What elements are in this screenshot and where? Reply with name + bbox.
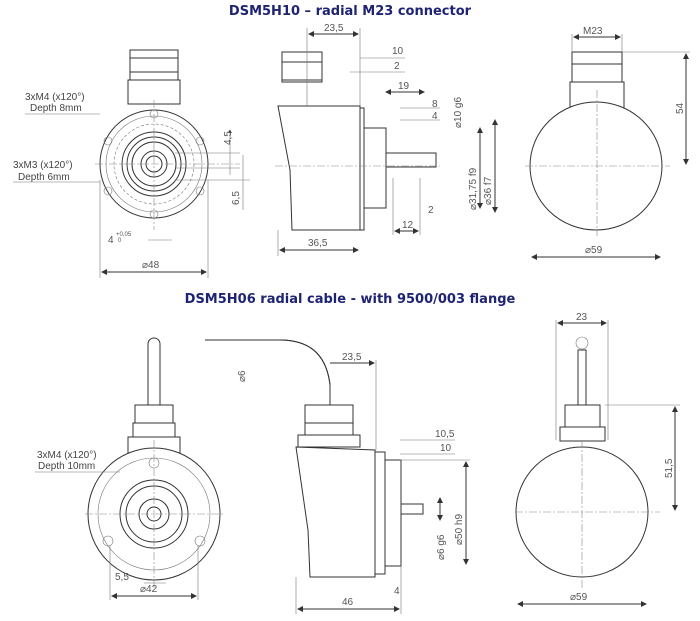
m3-hole-depth: Depth 6mm bbox=[18, 172, 70, 183]
title-dsm5h10: DSM5H10 – radial M23 connector bbox=[228, 4, 472, 19]
dim-4: 4 bbox=[432, 111, 438, 122]
dim-diameter-59-top: ⌀59 bbox=[585, 245, 603, 256]
dim-46: 46 bbox=[342, 597, 354, 608]
dim-diameter-59-bottom: ⌀59 bbox=[570, 592, 588, 603]
dim-23-end: 23 bbox=[576, 312, 588, 323]
bottom-side-view: ⌀6 23,5 10,5 10 ⌀50 h9 ⌀6 g6 4 46 bbox=[205, 339, 470, 614]
dim-31-75-f9: ⌀31,75 f9 bbox=[468, 167, 479, 210]
dim-shaft-6-g6: ⌀6 g6 bbox=[436, 534, 447, 560]
dim-12: 12 bbox=[402, 220, 414, 231]
dim-36-5: 36,5 bbox=[308, 238, 328, 249]
m4-hole-depth-1: Depth 8mm bbox=[30, 103, 82, 114]
dim-2-top: 2 bbox=[394, 61, 400, 72]
dim-10-5: 10,5 bbox=[435, 429, 455, 440]
dim-54: 54 bbox=[675, 102, 686, 114]
dim-6-5: 6,5 bbox=[231, 191, 242, 205]
m4-hole-depth-2: Depth 10mm bbox=[38, 461, 95, 472]
dim-10-cable: 10 bbox=[440, 443, 452, 454]
dim-2-bottom: 2 bbox=[428, 205, 434, 216]
dim-19: 19 bbox=[398, 81, 410, 92]
dim-diameter-42: ⌀42 bbox=[140, 584, 158, 595]
dim-diameter-48: ⌀48 bbox=[142, 260, 160, 271]
dim-keyway-4: 4 bbox=[108, 235, 114, 246]
dim-8: 8 bbox=[432, 99, 438, 110]
dim-shaft-10-g6: ⌀10 g6 bbox=[453, 97, 464, 128]
dim-23-5: 23,5 bbox=[324, 23, 344, 34]
top-front-view: 3xM4 (x120°) Depth 8mm 3xM3 (x120°) Dept… bbox=[13, 49, 250, 278]
dim-4-5: 4,5 bbox=[223, 131, 234, 145]
bottom-end-view: 23 51,5 ⌀59 bbox=[515, 312, 680, 607]
top-end-view: M23 54 ⌀59 bbox=[525, 26, 690, 260]
dim-36-f7: ⌀36 f7 bbox=[483, 176, 494, 205]
dim-4-flange: 4 bbox=[394, 586, 400, 597]
dim-5-5: 5,5 bbox=[115, 572, 129, 583]
dim-51-5: 51,5 bbox=[664, 458, 675, 478]
m3-hole-note: 3xM3 (x120°) bbox=[13, 160, 73, 171]
dim-50-h9: ⌀50 h9 bbox=[454, 514, 465, 545]
dim-cable-6: ⌀6 bbox=[237, 370, 248, 382]
dim-10: 10 bbox=[392, 46, 404, 57]
bottom-front-view: 3xM4 (x120°) Depth 10mm 5,5 ⌀42 bbox=[35, 337, 225, 600]
title-dsm5h06: DSM5H06 radial cable - with 9500/003 fla… bbox=[184, 292, 516, 307]
dim-23-5-cable: 23,5 bbox=[342, 352, 362, 363]
dim-keyway-tol-lower: 0 bbox=[118, 238, 122, 244]
m4-hole-note-1: 3xM4 (x120°) bbox=[25, 92, 85, 103]
m4-hole-note-2: 3xM4 (x120°) bbox=[37, 450, 97, 461]
dim-keyway-tol-upper: +0,05 bbox=[116, 232, 132, 238]
top-side-view: 23,5 10 2 19 8 4 ⌀10 g6 ⌀31,75 f9 ⌀36 f7… bbox=[275, 23, 498, 256]
dim-m23: M23 bbox=[583, 26, 603, 37]
